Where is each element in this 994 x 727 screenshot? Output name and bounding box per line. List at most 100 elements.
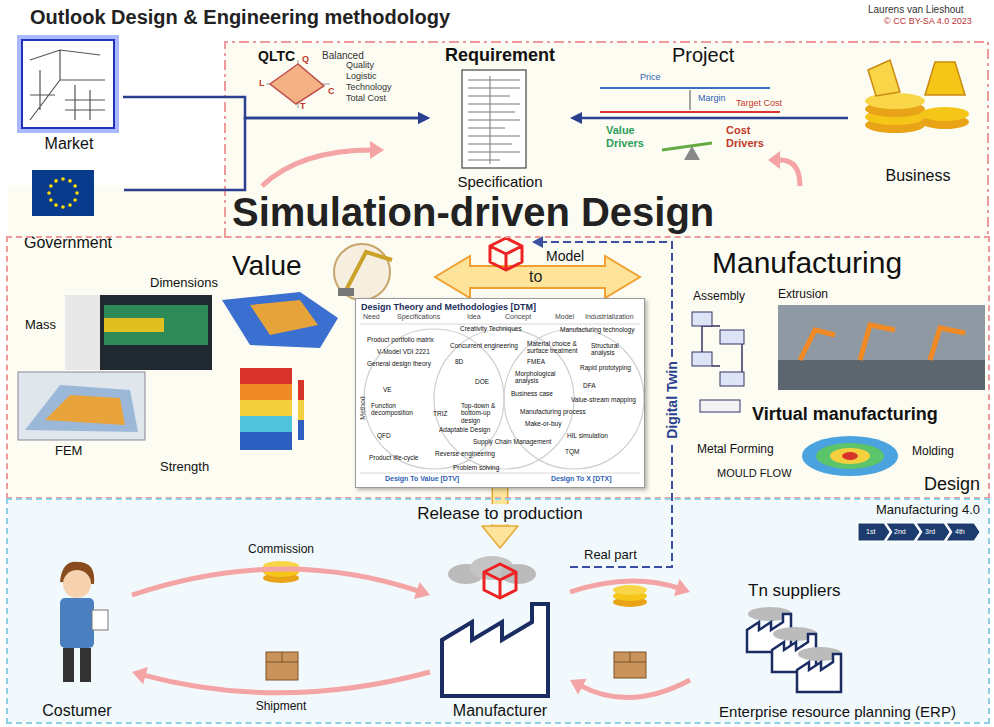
text-label: L	[259, 78, 265, 88]
eu-flag	[32, 170, 94, 216]
illustration-shape	[8, 500, 988, 722]
illustration-shape	[65, 295, 100, 370]
method-label: Method	[359, 396, 367, 419]
text-label: Virtual manufacturing	[752, 404, 938, 425]
arrowhead	[418, 112, 430, 124]
illustration-shape	[222, 292, 338, 348]
illustration-shape	[802, 436, 898, 476]
illustration-shape	[370, 141, 384, 159]
illustration-shape	[240, 384, 292, 400]
method-label: Adaptable Design	[439, 426, 490, 433]
illustration-shape	[49, 198, 53, 202]
illustration-shape	[797, 654, 841, 692]
text-label: Dimensions	[150, 276, 218, 291]
illustration-shape	[886, 523, 920, 541]
method-label: Design To Value [DTV]	[385, 475, 459, 483]
text-label: Mass	[25, 318, 56, 333]
illustration-shape	[946, 523, 980, 541]
node-text: Costumer	[22, 702, 132, 720]
illustration-shape	[778, 305, 985, 390]
method-label: Need	[363, 313, 380, 321]
text-label: FEM	[55, 444, 82, 459]
text-label: Value Drivers	[606, 124, 658, 149]
method-label: HIL simulation	[567, 432, 608, 439]
connector	[570, 579, 690, 596]
connector	[132, 667, 430, 693]
illustration-shape	[8, 238, 988, 497]
illustration-shape	[250, 300, 318, 335]
illustration-shape	[692, 312, 712, 326]
factory	[442, 556, 548, 696]
business-box: Business	[848, 45, 988, 185]
arrowhead	[532, 236, 543, 248]
method-label: TQM	[565, 448, 579, 455]
text-label: Q	[302, 54, 309, 64]
method-label: Material choice & surface treatment	[527, 340, 585, 355]
method-label: Top-down & bottom-up design	[461, 402, 511, 424]
text-label: Total Cost	[346, 93, 386, 103]
method-label: Manufacturing process	[520, 408, 586, 415]
illustration-shape	[240, 368, 292, 384]
text-label: 2nd	[894, 528, 906, 536]
node-text: Manufacturer	[430, 702, 570, 720]
illustration-shape	[25, 385, 138, 432]
customer-box: Costumer	[22, 555, 132, 720]
method-label: DFA	[583, 382, 596, 389]
method-label: Reverse engineering	[435, 450, 495, 457]
connector-label: Shipment	[253, 700, 310, 714]
node-text: Tn suppliers	[748, 581, 841, 601]
industry-4-bar	[858, 523, 980, 541]
connector-label: Release to production	[414, 504, 585, 524]
node-text: Requirement	[430, 45, 570, 66]
illustration-shape	[842, 452, 858, 460]
illustration-shape	[797, 647, 842, 692]
illustration-shape	[484, 564, 516, 598]
illustration-shape	[63, 648, 74, 682]
method-label: Creativity Techniques	[460, 325, 522, 332]
method-label: Morphological analysis	[515, 370, 567, 385]
method-label: Specifications	[397, 313, 440, 321]
node-text: Design	[924, 474, 980, 495]
method-label: Manufacturing technology	[560, 326, 634, 333]
node-text: Model	[546, 248, 584, 264]
illustration-shape	[865, 93, 925, 109]
method-label: Business case	[511, 390, 553, 397]
requirement-box: RequirementSpecification	[430, 45, 570, 190]
illustration-shape	[868, 60, 900, 96]
illustration-shape	[68, 203, 72, 207]
method-label: Idea	[467, 313, 481, 321]
illustration-shape	[20, 38, 116, 130]
method-label: DOE	[475, 378, 489, 385]
text-label: 3rd	[925, 528, 935, 536]
illustration-shape	[916, 523, 950, 541]
illustration-shape	[613, 585, 647, 595]
illustration-shape	[104, 318, 164, 332]
illustration-shape	[240, 416, 292, 432]
illustration-shape	[692, 352, 712, 366]
illustration-shape	[18, 372, 145, 440]
government-box: Government	[12, 166, 124, 252]
method-label: Make-or-buy	[525, 420, 561, 427]
text-label: Manufacturing	[712, 246, 902, 281]
illustration-shape	[63, 570, 91, 598]
method-label: Product portfolio matrix	[367, 336, 434, 343]
arrowhead	[414, 582, 430, 599]
double-arrow	[435, 256, 640, 298]
customer-figure	[60, 562, 108, 682]
illustration-shape	[338, 288, 354, 296]
market-sketch	[20, 38, 116, 130]
illustration-shape	[80, 648, 91, 682]
arrowhead	[674, 579, 690, 596]
illustration-shape	[768, 151, 780, 169]
illustration-shape	[61, 205, 65, 209]
node-text: Design Theory and Methodologies [DTM]	[361, 302, 536, 312]
connector-line	[570, 581, 679, 592]
qltc-radar	[266, 60, 330, 108]
backgrounds	[8, 42, 988, 722]
text-label: 1st	[866, 528, 875, 536]
connector-label: Commission	[245, 543, 317, 557]
business-coins	[865, 60, 969, 133]
connector-label: Digital Twin	[664, 358, 680, 442]
method-label: V-Model VDI 2221	[377, 348, 430, 355]
